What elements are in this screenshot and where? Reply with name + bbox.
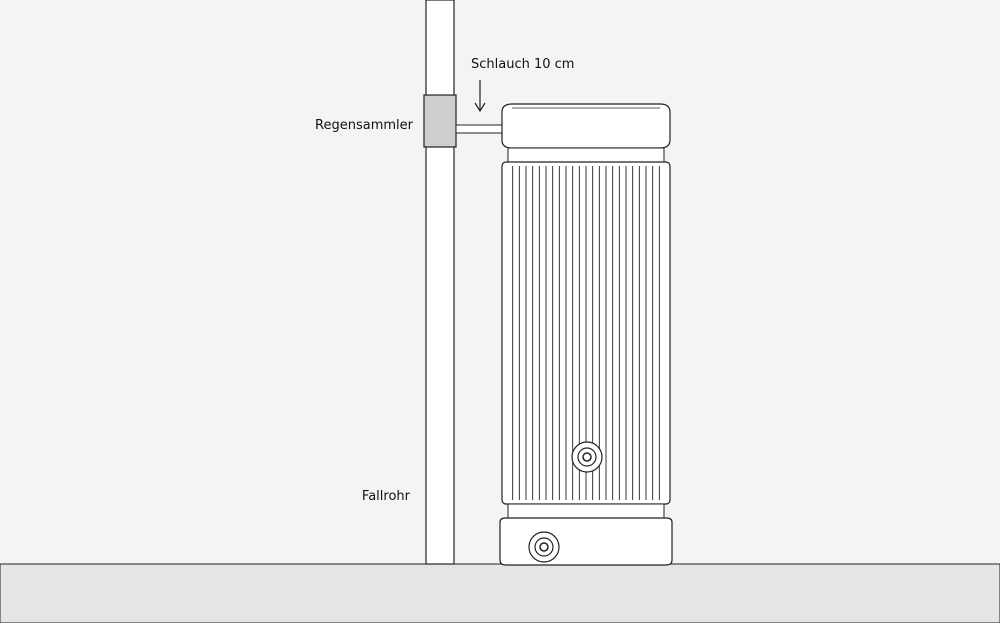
hose <box>455 124 503 134</box>
tank-tap-upper <box>571 441 603 473</box>
tank-body <box>501 161 671 505</box>
tank-tap-lower <box>528 531 560 563</box>
tank-base <box>499 517 673 566</box>
tank-lid <box>501 103 671 149</box>
hose-label: Schlauch 10 cm <box>471 57 575 72</box>
downpipe <box>425 0 455 565</box>
tank-neck <box>507 147 665 163</box>
downpipe-label: Fallrohr <box>361 489 410 504</box>
rain-collector <box>423 94 457 148</box>
arrow-down-icon <box>474 80 486 113</box>
ground <box>0 563 1000 623</box>
tank-lower-neck <box>507 503 665 519</box>
rain-collector-label: Regensammler <box>315 118 413 133</box>
